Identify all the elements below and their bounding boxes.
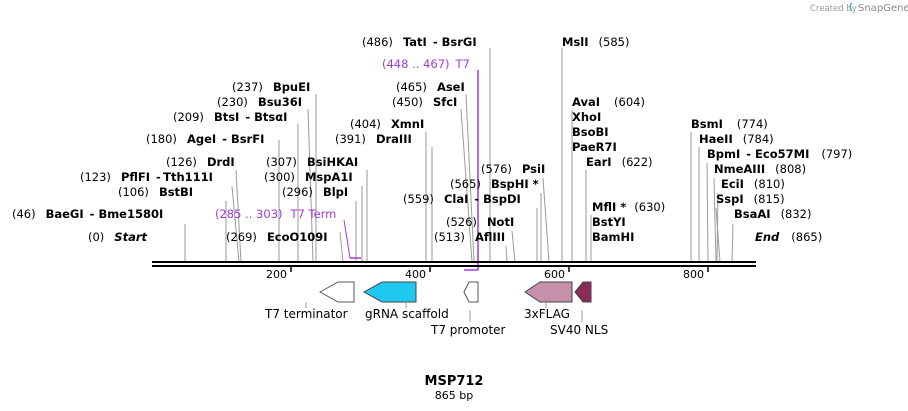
site-blpi: (296)BlpI (282, 185, 348, 199)
site-eco0109i: (269)EcoO109I (226, 230, 328, 244)
site-avai: AvaI(604) (572, 95, 645, 109)
site-msli: MslI(585) (562, 35, 629, 49)
site-leader-lines (184, 48, 734, 263)
feature-arrows (318, 281, 592, 303)
tick-label-800: 800 (683, 268, 704, 281)
site-bpmi: BpmI-Eco57MI(797) (707, 147, 852, 161)
sv40-nls-arrow (574, 281, 592, 303)
t7-term-marker (343, 219, 361, 259)
map-length: 865 bp (435, 389, 473, 402)
sequence-backbone (152, 261, 756, 267)
site-noti: (526)NotI (446, 215, 514, 229)
site-psii: (576)PsiI (481, 162, 545, 176)
label-sv40-nls: SV40 NLS (550, 323, 608, 337)
3xflag-arrow (524, 281, 573, 303)
site-draiii: (391)DraIII (335, 132, 412, 146)
site-asei: (465)AseI (396, 80, 465, 94)
grna-scaffold-arrow (362, 281, 417, 303)
site-bstbi: (106)BstBI (118, 185, 193, 199)
site-bsihkai: (307)BsiHKAI (266, 155, 358, 169)
restriction-site-labels: (486)TatI-BsrGI MslI(585) (448 .. 467)T7… (12, 35, 852, 244)
site-bsaai: BsaAI(832) (734, 207, 812, 221)
site-tati: (486)TatI-BsrGI (362, 35, 477, 49)
site-mfli: MflI *(630) (592, 200, 665, 214)
label-t7-promoter: T7 promoter (430, 323, 506, 337)
feature-labels: T7 terminator gRNA scaffold T7 promoter … (264, 302, 608, 337)
site-mspa1i: (300)MspA1I (264, 170, 353, 184)
t7-terminator-arrow (318, 281, 355, 303)
site-bamhi: BamHI (592, 230, 634, 244)
site-nmeaiii: NmeAIII(808) (714, 162, 806, 176)
snapgene-logo-icon (849, 2, 853, 12)
tick-label-200: 200 (266, 268, 287, 281)
site-start: (0)Start (88, 230, 148, 244)
site-sfci: (450)SfcI (392, 95, 457, 109)
scale-ticks: 200 400 600 800 (266, 266, 709, 281)
site-btsi: (209)BtsI-BtsαI (173, 110, 287, 124)
label-t7-terminator: T7 terminator (264, 307, 348, 321)
site-drdi: (126)DrdI (166, 155, 235, 169)
tick-label-600: 600 (544, 268, 565, 281)
site-agei: (180)AgeI-BsrFI (146, 132, 264, 146)
site-ecii: EciI(810) (721, 177, 785, 191)
site-bstyi: BstYI (592, 215, 626, 229)
site-paer7i: PaeR7I (572, 140, 617, 154)
site-bpuei: (237)BpuEI (232, 80, 310, 94)
t7-promoter-arrow (463, 281, 479, 303)
t7-primer-marker (464, 70, 479, 271)
site-end: End(865) (755, 230, 822, 244)
site-eari: EarI(622) (586, 155, 653, 169)
site-bsu36i: (230)Bsu36I (217, 95, 302, 109)
site-xhoi: XhoI (572, 110, 601, 124)
site-xmni: (404)XmnI (350, 117, 424, 131)
site-sspi: SspI(815) (716, 192, 785, 206)
site-bsobi: BsoBI (572, 125, 609, 139)
site-bsphi: (565)BspHI * (450, 177, 539, 191)
credit-brand: SnapGene (858, 3, 908, 14)
map-title: MSP712 (425, 374, 484, 389)
primer-t7-term: (285 .. 303)T7 Term (215, 207, 336, 221)
site-pflfi: (123)PflFI-Tth111I (80, 170, 213, 184)
site-baegi: (46)BaeGI-Bme1580I (12, 207, 163, 221)
site-afliii: (513)AflIII (434, 230, 505, 244)
site-clai: (559)ClaI-BspDI (403, 192, 521, 206)
credit-prefix: Created by (810, 4, 857, 14)
label-grna-scaffold: gRNA scaffold (365, 307, 449, 321)
site-haeii: HaeII(784) (699, 132, 774, 146)
site-bsmi: BsmI(774) (691, 117, 768, 131)
primer-t7: (448 .. 467)T7 (382, 57, 470, 71)
tick-label-400: 400 (405, 268, 426, 281)
label-3xflag: 3xFLAG (524, 307, 570, 321)
